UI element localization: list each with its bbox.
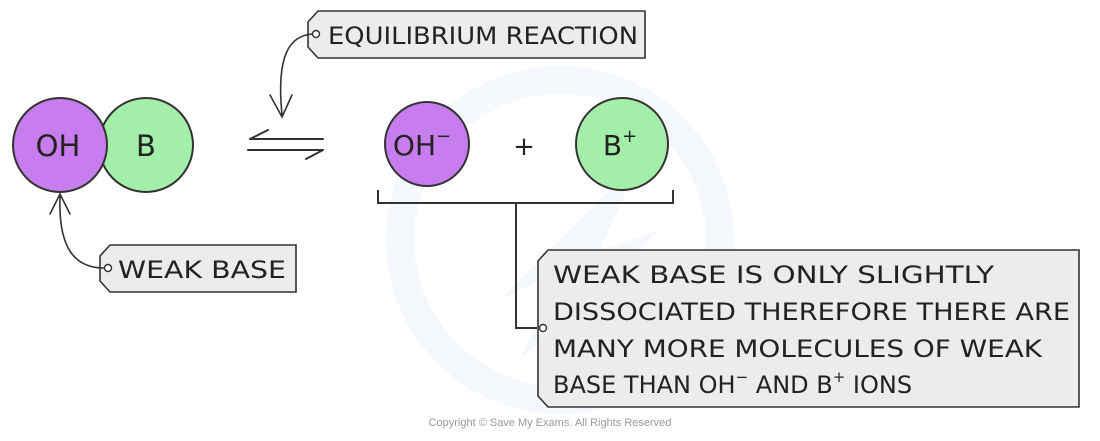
explanation-line-3: MANY MORE MOLECULES OF WEAK <box>553 335 1043 363</box>
hydroxide-ion-circle <box>384 101 470 187</box>
line4-b-charge: + <box>833 368 846 386</box>
cation-label: B+ <box>603 126 637 162</box>
explanation-line-1: WEAK BASE IS ONLY SLIGHTLY <box>553 261 994 289</box>
explanation-tag-hole <box>538 323 548 333</box>
products-bracket <box>377 190 674 329</box>
explanation-text: WEAK BASE IS ONLY SLIGHTLY DISSOCIATED T… <box>553 261 1070 399</box>
line4-oh-charge: − <box>736 368 749 386</box>
hydroxide-charge: − <box>436 126 451 147</box>
equilibrium-pointer-arrow <box>269 33 313 119</box>
equilibrium-arrows-icon <box>247 129 324 160</box>
hydroxide-ion-label: OH− <box>393 126 451 162</box>
equilibrium-tag-hole <box>311 29 321 39</box>
cation-circle <box>575 97 669 191</box>
weak-base-pointer-arrow <box>49 192 105 269</box>
equilibrium-tag <box>307 10 646 59</box>
cation-charge: + <box>622 126 637 147</box>
plus-sign: + <box>513 132 535 162</box>
weak-base-tag-label: WEAK BASE <box>118 256 286 284</box>
explanation-line-2: DISSOCIATED THEREFORE THERE ARE <box>553 298 1070 326</box>
weak-base-tag-hole <box>103 263 113 273</box>
equilibrium-tag-label: EQUILIBRIUM REACTION <box>328 22 638 50</box>
molecule-b-label: B <box>136 129 156 163</box>
weak-base-tag <box>99 244 297 293</box>
copyright-notice: Copyright © Save My Exams. All Rights Re… <box>428 417 672 429</box>
hydroxide-circle <box>12 97 108 193</box>
explanation-line-4: BASE THAN OH− AND B+ IONS <box>553 368 912 399</box>
molecule-oh-label: OH <box>36 129 81 163</box>
explanation-tag <box>537 249 1080 408</box>
